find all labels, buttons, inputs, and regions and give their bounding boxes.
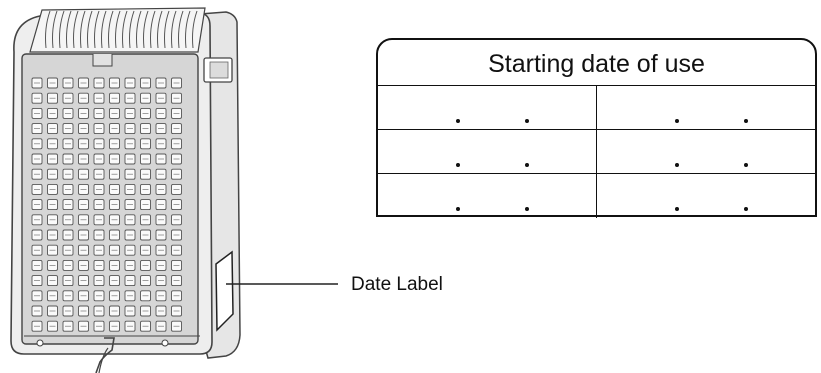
date-label-area bbox=[215, 250, 234, 332]
date-separator-dot bbox=[525, 207, 529, 211]
grille-slat bbox=[164, 10, 170, 49]
grille-slat bbox=[52, 10, 58, 49]
starting-date-table: Starting date of use bbox=[376, 38, 817, 218]
date-cell bbox=[596, 86, 815, 129]
date-cell bbox=[596, 174, 815, 218]
grille-slat bbox=[94, 10, 100, 49]
table-row bbox=[378, 174, 815, 218]
grille-slat bbox=[192, 10, 198, 49]
date-separator-dot bbox=[744, 119, 748, 123]
grille-slat bbox=[80, 10, 86, 49]
table-title: Starting date of use bbox=[378, 40, 815, 86]
vent-grid bbox=[31, 77, 182, 332]
date-cell bbox=[378, 174, 596, 218]
table-row bbox=[378, 86, 815, 130]
date-separator-dot bbox=[456, 119, 460, 123]
date-cell bbox=[378, 130, 596, 173]
date-separator-dot bbox=[675, 207, 679, 211]
power-cord bbox=[95, 337, 115, 373]
table-row bbox=[378, 130, 815, 174]
grille-slat bbox=[87, 10, 93, 49]
grille-slat bbox=[115, 10, 121, 49]
grille-slat bbox=[185, 10, 191, 49]
date-cell bbox=[378, 86, 596, 129]
date-separator-dot bbox=[525, 163, 529, 167]
air-purifier-illustration bbox=[10, 7, 338, 373]
date-label-callout: Date Label bbox=[351, 274, 443, 295]
date-separator-dot bbox=[675, 163, 679, 167]
grille-slat bbox=[136, 10, 142, 49]
date-separator-dot bbox=[675, 119, 679, 123]
grille-slat bbox=[178, 10, 184, 49]
grille-slat bbox=[129, 10, 135, 49]
grille-slat bbox=[66, 10, 72, 49]
grille-slat bbox=[59, 10, 65, 49]
date-separator-dot bbox=[744, 163, 748, 167]
grille-slat bbox=[171, 10, 177, 49]
grille-slat bbox=[157, 10, 163, 49]
grille-slat bbox=[45, 10, 51, 49]
date-separator-dot bbox=[456, 207, 460, 211]
date-separator-dot bbox=[744, 207, 748, 211]
grille-slat bbox=[101, 10, 107, 49]
date-cell bbox=[596, 130, 815, 173]
grille-slat bbox=[73, 10, 79, 49]
grille-slat bbox=[122, 10, 128, 49]
grille-slat bbox=[150, 10, 156, 49]
grille-slat bbox=[143, 10, 149, 49]
grille-slat bbox=[108, 10, 114, 49]
date-separator-dot bbox=[525, 119, 529, 123]
date-separator-dot bbox=[456, 163, 460, 167]
top-grille bbox=[45, 10, 198, 49]
